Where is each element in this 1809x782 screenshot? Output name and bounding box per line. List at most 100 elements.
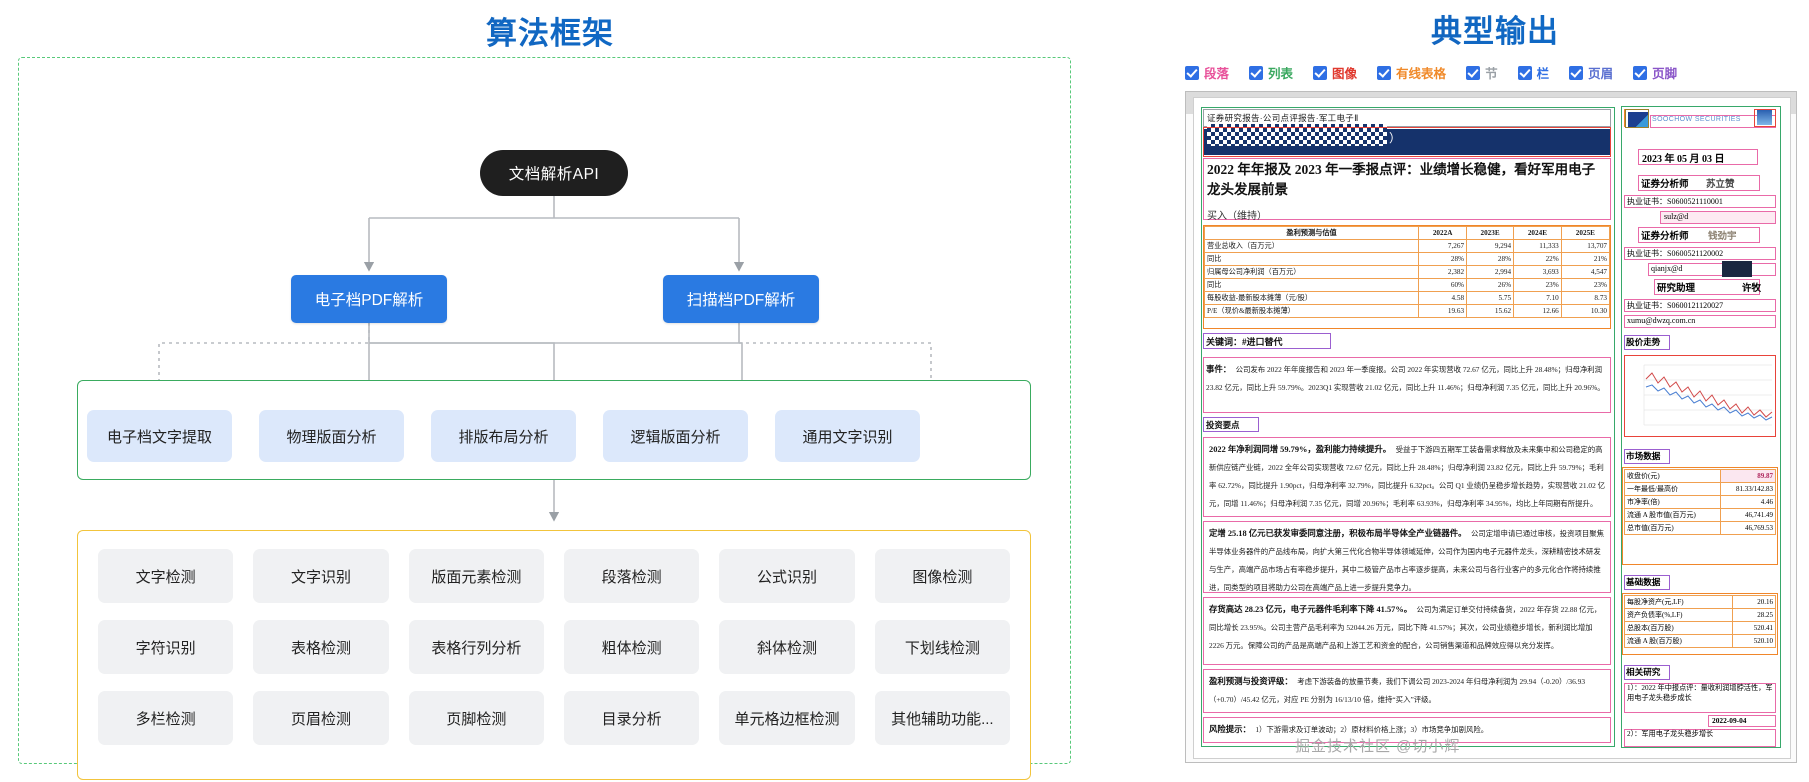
region-box-related-heading bbox=[1624, 665, 1670, 680]
checkbox-icon[interactable] bbox=[1377, 65, 1392, 80]
checkbox-footer[interactable]: 页脚 bbox=[1633, 63, 1677, 82]
market-data-table: 收盘价(元) 89.87 一年最低/最高价 81.33/142.83 市净率(倍… bbox=[1623, 469, 1776, 535]
table-cell: 10.30 bbox=[1560, 304, 1611, 318]
node-formula-recognition[interactable]: 公式识别 bbox=[719, 549, 855, 603]
region-box-analyst-1-cert bbox=[1624, 195, 1776, 208]
node-paragraph-detection[interactable]: 段落检测 bbox=[563, 549, 700, 603]
node-toc-analysis[interactable]: 目录分析 bbox=[563, 691, 700, 745]
table-cell: 19.63 bbox=[1418, 304, 1468, 318]
table-row: 同比 60% 26% 23% 23% bbox=[1203, 278, 1611, 292]
table-row: 营业总收入（百万元） 7,267 9,294 11,333 13,707 bbox=[1203, 239, 1611, 253]
node-italic-detection[interactable]: 斜体检测 bbox=[719, 620, 855, 674]
checkbox-icon[interactable] bbox=[1466, 65, 1481, 80]
node-layout-element-detection[interactable]: 版面元素检测 bbox=[408, 549, 544, 603]
table-cell: 81.33/142.83 bbox=[1720, 482, 1776, 496]
checkbox-icon[interactable] bbox=[1249, 65, 1264, 80]
region-box-related-2 bbox=[1624, 729, 1776, 747]
table-row: 总股本(百万股) 520.41 bbox=[1623, 621, 1776, 635]
region-box-bullet-1 bbox=[1203, 437, 1611, 517]
table-row: 流通 A 股市值(百万元) 46,741.49 bbox=[1623, 508, 1776, 522]
node-scanned-pdf-parsing[interactable]: 扫描档PDF解析 bbox=[663, 275, 819, 323]
node-bold-detection[interactable]: 粗体检测 bbox=[563, 620, 700, 674]
region-box-market-heading bbox=[1624, 449, 1670, 464]
node-cell-border-detection[interactable]: 单元格边框检测 bbox=[719, 691, 855, 745]
node-document-parsing-api[interactable]: 文档解析API bbox=[480, 150, 628, 196]
checkbox-icon[interactable] bbox=[1517, 65, 1532, 80]
table-cell: 4.58 bbox=[1418, 291, 1468, 305]
node-text-detection[interactable]: 文字检测 bbox=[98, 549, 234, 603]
table-cell: 23% bbox=[1560, 278, 1611, 292]
checkbox-icon[interactable] bbox=[1313, 65, 1328, 80]
page-title-right: 典型输出 bbox=[1180, 6, 1809, 51]
analyst-3-role: 研究助理 bbox=[1657, 284, 1696, 294]
checkbox-icon[interactable] bbox=[1569, 65, 1584, 80]
checkbox-label: 页脚 bbox=[1652, 67, 1678, 81]
region-box-side-section bbox=[1621, 106, 1781, 748]
table-cell: 28.25 bbox=[1732, 608, 1776, 622]
table-row-label: 营业总收入（百万元） bbox=[1203, 239, 1420, 253]
analyst-2-name: 钱劲宇 bbox=[1708, 232, 1737, 242]
profit-forecast-table: 盈利预测与估值 2022A 2023E 2024E 2025E 营业总收入（百万… bbox=[1203, 226, 1611, 318]
analyst-1-mail: sulz@d bbox=[1664, 212, 1689, 221]
region-box-bullet-4 bbox=[1203, 669, 1611, 713]
node-electronic-text-extraction[interactable]: 电子档文字提取 bbox=[87, 410, 232, 462]
region-box-analyst-2-cert bbox=[1624, 247, 1776, 260]
checkbox-paragraph[interactable]: 段落 bbox=[1185, 63, 1229, 82]
checkbox-header[interactable]: 页眉 bbox=[1569, 63, 1613, 82]
table-row: 归属母公司净利润（百万元） 2,382 2,994 3,693 4,547 bbox=[1203, 265, 1611, 279]
checkbox-icon[interactable] bbox=[1633, 65, 1648, 80]
node-header-detection[interactable]: 页眉检测 bbox=[253, 691, 389, 745]
node-typesetting-layout-analysis[interactable]: 排版布局分析 bbox=[431, 410, 576, 462]
node-underline-detection[interactable]: 下划线检测 bbox=[874, 620, 1010, 674]
typical-output-panel: 段落 列表 图像 有线表格 节 栏 页眉 页脚 bbox=[1180, 55, 1800, 767]
table-row: 市净率(倍) 4.46 bbox=[1623, 495, 1776, 509]
node-other-features[interactable]: 其他辅助功能... bbox=[874, 691, 1010, 745]
node-table-row-column-analysis[interactable]: 表格行列分析 bbox=[408, 620, 544, 674]
checkbox-section[interactable]: 节 bbox=[1466, 63, 1498, 82]
table-cell: 5.75 bbox=[1466, 291, 1515, 305]
logo-mark-icon bbox=[1757, 110, 1772, 125]
analyst-1-name: 苏立赞 bbox=[1706, 180, 1735, 190]
region-box-analyst-2 bbox=[1638, 227, 1760, 243]
node-multi-column-detection[interactable]: 多栏检测 bbox=[98, 691, 234, 745]
table-cell: 20.16 bbox=[1732, 595, 1776, 609]
market-data-heading: 市场数据 bbox=[1626, 451, 1661, 461]
node-table-detection[interactable]: 表格检测 bbox=[253, 620, 389, 674]
checkbox-label: 有线表格 bbox=[1396, 67, 1447, 81]
node-physical-layout-analysis[interactable]: 物理版面分析 bbox=[259, 410, 404, 462]
table-cell: 3,693 bbox=[1513, 265, 1562, 279]
region-box-investment-points bbox=[1203, 417, 1259, 432]
table-row-label: 每股收益-最新股本摊薄（元/股） bbox=[1203, 291, 1420, 305]
checkbox-icon[interactable] bbox=[1185, 65, 1199, 80]
region-box-paragraph-event bbox=[1203, 357, 1611, 413]
capability-grid: 文字检测 文字识别 版面元素检测 段落检测 公式识别 图像检测 字符识别 表格检… bbox=[98, 549, 1010, 745]
checkbox-bordered-table[interactable]: 有线表格 bbox=[1377, 63, 1446, 82]
analyst-2-mail: qianjx@d bbox=[1651, 264, 1683, 273]
node-character-recognition[interactable]: 字符识别 bbox=[98, 620, 234, 674]
checkbox-image[interactable]: 图像 bbox=[1313, 63, 1357, 82]
redaction-checker-mask bbox=[1207, 124, 1387, 146]
node-electronic-pdf-parsing[interactable]: 电子档PDF解析 bbox=[291, 275, 447, 323]
document-preview[interactable]: 证券研究报告·公司点评报告·军工电子Ⅱ ） 2022 年年报及 2023 年一季… bbox=[1185, 91, 1797, 763]
table-cell: 22% bbox=[1513, 252, 1562, 266]
node-text-recognition[interactable]: 文字识别 bbox=[253, 549, 389, 603]
analyst-2-cert: 执业证书：S0600521120002 bbox=[1627, 249, 1724, 258]
node-general-ocr[interactable]: 通用文字识别 bbox=[775, 410, 920, 462]
checkbox-column[interactable]: 栏 bbox=[1517, 63, 1549, 82]
region-box-analyst-2-mail bbox=[1648, 263, 1776, 276]
checkbox-list[interactable]: 列表 bbox=[1249, 63, 1293, 82]
node-footer-detection[interactable]: 页脚检测 bbox=[408, 691, 544, 745]
table-row-label: P/E（现价&最新股本摊薄） bbox=[1203, 304, 1420, 318]
table-cell: 15.62 bbox=[1466, 304, 1515, 318]
related-item-date: 2022-09-04 bbox=[1712, 716, 1747, 725]
node-logical-layout-analysis[interactable]: 逻辑版面分析 bbox=[603, 410, 748, 462]
node-image-detection[interactable]: 图像检测 bbox=[874, 549, 1010, 603]
region-box-paragraph-title bbox=[1203, 158, 1611, 220]
bullet-2-lead: 定增 25.18 亿元已获发审委同意注册，积极布局半导体全产业链器件。 bbox=[1209, 529, 1467, 538]
related-item-1: 1）：2022 年中报点评：量收利润增脖活性，军用电子龙头稳步成长 bbox=[1627, 684, 1773, 702]
checkbox-label: 节 bbox=[1485, 67, 1498, 81]
analyst-3-mail: xumu@dwzq.com.cn bbox=[1627, 316, 1696, 325]
section-heading-event: 事件： bbox=[1206, 365, 1232, 374]
table-row-label: 流通 A 股市值(百万元) bbox=[1623, 508, 1722, 522]
table-cell: 46,769.53 bbox=[1720, 521, 1776, 535]
